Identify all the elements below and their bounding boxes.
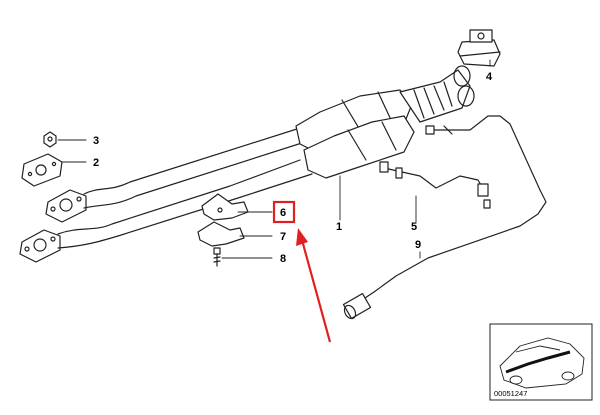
bracket-upper[interactable] [201,193,249,221]
nut[interactable] [43,131,57,148]
callout-5[interactable]: 5 [411,221,417,233]
front-pipe-lower[interactable] [57,159,313,249]
callout-9[interactable]: 9 [415,239,421,251]
callout-7[interactable]: 7 [280,231,286,243]
callout-3[interactable]: 3 [93,135,99,147]
highlight-box [272,200,296,224]
gasket[interactable] [21,153,63,187]
catalytic-converter-lower[interactable] [303,115,415,179]
inset-reference-number: 00051247 [494,389,527,398]
flange-lower[interactable] [19,229,61,263]
leader-lines [57,59,491,259]
inset-vehicle-thumbnail: 00051247 [489,323,593,401]
callout-8[interactable]: 8 [280,253,286,265]
callout-6[interactable]: 6 [280,207,286,219]
callout-4[interactable]: 4 [486,71,493,83]
oxygen-sensor[interactable] [379,161,491,209]
callout-2[interactable]: 2 [93,157,99,169]
flex-bellows[interactable] [399,65,475,123]
flange-upper[interactable] [45,189,87,223]
pipe-clamp[interactable] [457,29,501,67]
bracket-lower[interactable] [197,221,245,247]
callout-1[interactable]: 1 [336,221,342,233]
bolt[interactable] [213,247,221,267]
highlight-arrow [296,228,332,343]
callout-labels: 3 2 6 7 8 1 5 9 4 [93,71,493,265]
front-pipe-upper[interactable] [83,127,306,209]
oxygen-sensor-cable[interactable] [342,115,547,321]
